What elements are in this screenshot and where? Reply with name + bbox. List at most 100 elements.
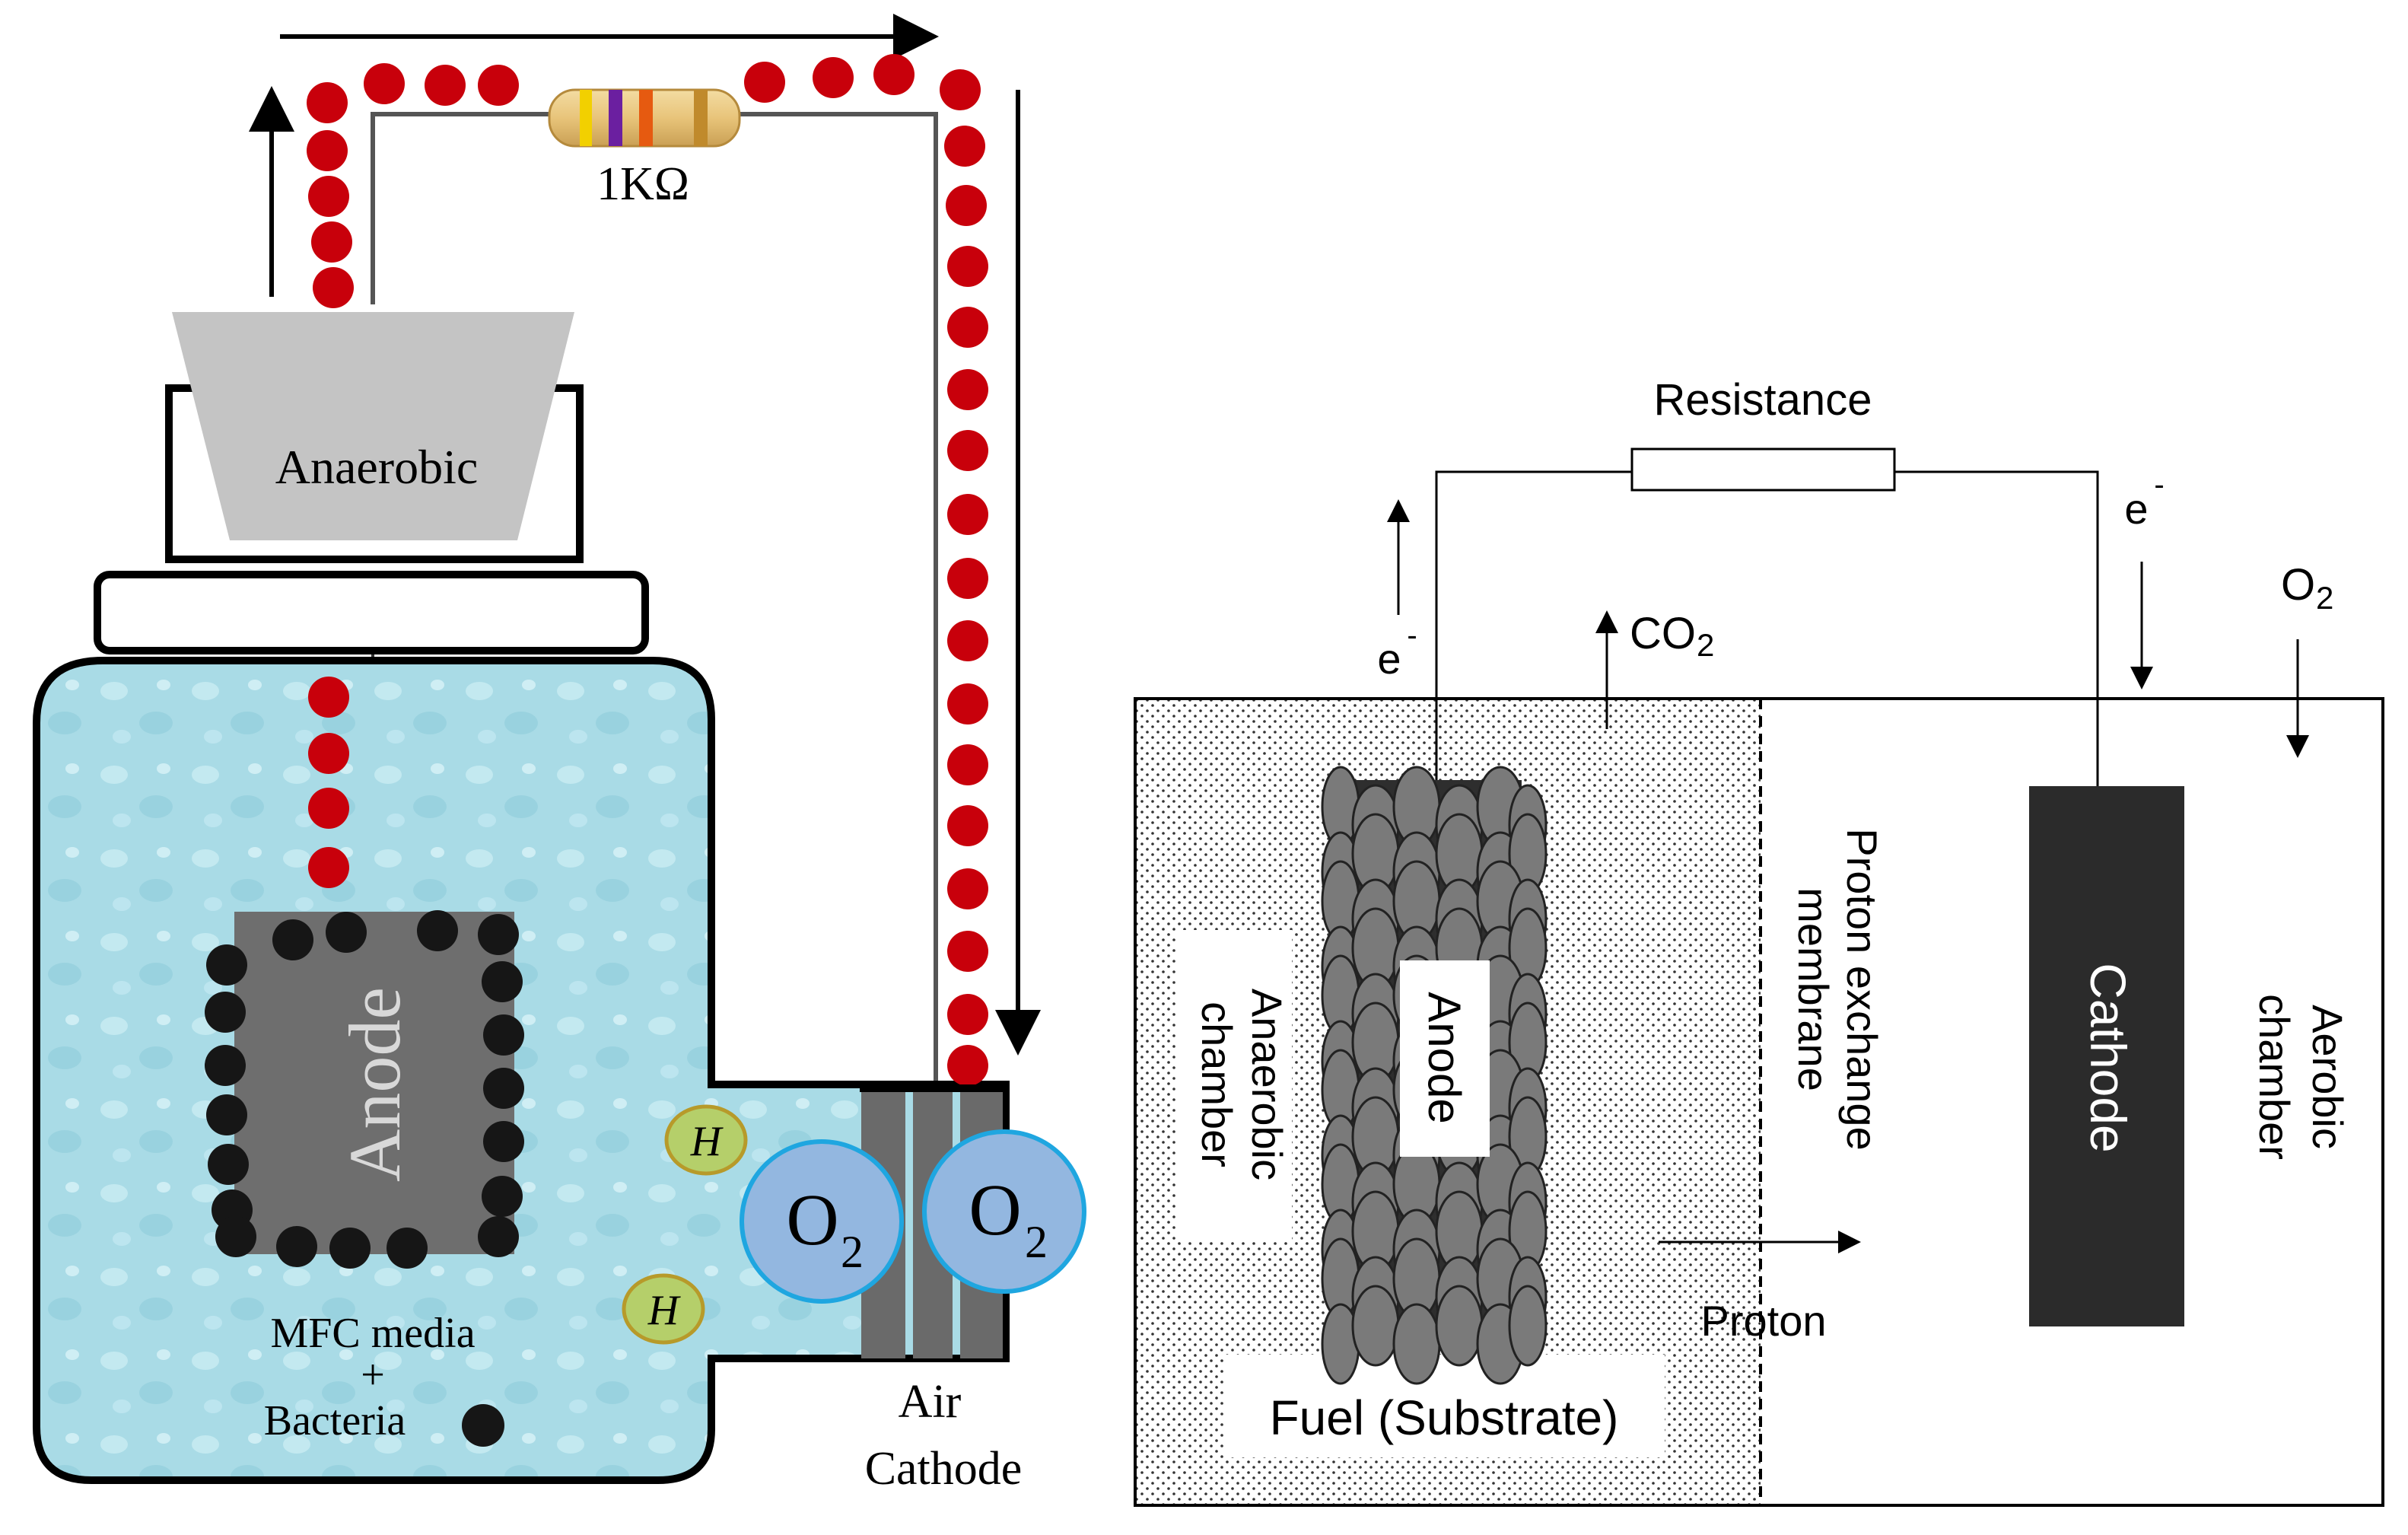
electron-dot	[947, 994, 988, 1035]
oxygen-bubble-2: O 2	[922, 1129, 1086, 1294]
o2-label: O	[2281, 560, 2315, 610]
biofilm-cell	[1508, 1285, 1548, 1367]
electron-dot	[308, 788, 349, 829]
proton-label: Proton	[1701, 1297, 1827, 1345]
biofilm-cell	[1351, 1285, 1400, 1367]
bacterium	[483, 1068, 524, 1109]
anode-block	[234, 912, 514, 1254]
biofilm-cell	[1435, 1285, 1484, 1367]
electron-dot	[947, 430, 988, 471]
electron-dot	[947, 805, 988, 846]
svg-text:O: O	[786, 1179, 838, 1260]
bacterium	[276, 1226, 317, 1267]
electron-dot	[947, 1045, 988, 1086]
electron-dot	[947, 620, 988, 661]
resistor-label: 1KΩ	[596, 158, 689, 210]
hydrogen-ion-1: H	[664, 1104, 748, 1176]
svg-text:H: H	[647, 1287, 681, 1334]
air-cathode-line2: Cathode	[865, 1443, 1023, 1495]
electron-dot	[311, 221, 352, 263]
fuel-label-bg	[1223, 1355, 1665, 1457]
bacterium	[483, 1014, 524, 1056]
electron-label-right: e	[2124, 485, 2148, 533]
anaerobic-chamber-line2: chamber	[1193, 1002, 1241, 1167]
fuel-label: Fuel (Substrate)	[1270, 1390, 1619, 1445]
electron-dot	[364, 63, 405, 104]
electron-dot	[947, 744, 988, 785]
bacterium	[272, 919, 313, 960]
bacteria-dots	[205, 910, 524, 1269]
electron-dot	[947, 246, 988, 287]
resistance-label: Resistance	[1654, 375, 1872, 425]
bacterium	[208, 1144, 249, 1185]
electron-dot	[947, 558, 988, 599]
electron-dot	[947, 307, 988, 348]
electron-dot	[873, 54, 915, 95]
bottle-body	[33, 657, 1010, 1484]
bacterium	[482, 1176, 523, 1217]
oxygen-bubble-1: O 2	[740, 1139, 904, 1304]
media-plus: +	[361, 1352, 385, 1399]
hydrogen-ion-2: H	[622, 1273, 705, 1345]
co2-label: CO	[1630, 609, 1696, 658]
electron-dot	[946, 185, 987, 226]
electron-dot	[308, 677, 349, 718]
electron-label-left: e	[1377, 635, 1401, 683]
anaerobic-funnel	[172, 312, 574, 540]
right-cathode-label: Cathode	[2080, 963, 2136, 1153]
co2-sub: 2	[1697, 627, 1714, 663]
svg-text:2: 2	[841, 1227, 864, 1277]
electron-dot	[947, 868, 988, 909]
electron-dot	[425, 65, 466, 106]
electron-dot	[478, 65, 519, 106]
bacterium	[329, 1228, 371, 1269]
electron-dot	[944, 126, 985, 167]
electron-dot	[308, 176, 349, 217]
resistor	[548, 88, 741, 148]
right-external-wire-2	[1894, 470, 2099, 791]
right-external-wire	[1435, 470, 1632, 784]
right-panel: Resistance e - e - CO 2 O 2 Anode Anaero…	[1134, 375, 2384, 1507]
membrane-line1: Proton exchange	[1838, 828, 1886, 1150]
electron-dot	[308, 733, 349, 774]
bacterium	[205, 1045, 246, 1086]
o2-sub: 2	[2316, 580, 2333, 616]
media-line1: MFC media	[270, 1310, 475, 1357]
anode-label-bg	[1400, 960, 1490, 1157]
electron-dot	[744, 62, 785, 103]
electron-dot	[940, 69, 981, 110]
electron-dots	[307, 54, 988, 1086]
bottle-neck	[94, 571, 649, 654]
electron-sup-left: -	[1407, 619, 1417, 652]
svg-text:O: O	[969, 1169, 1021, 1250]
electron-dot	[307, 130, 348, 171]
bacteria-legend-dot	[462, 1404, 504, 1447]
bacterium	[483, 1121, 524, 1162]
anode-label: Anode	[334, 987, 415, 1182]
bacterium	[417, 910, 458, 951]
bacterium	[478, 914, 519, 955]
bacterium	[478, 1216, 519, 1257]
electron-dot	[308, 847, 349, 888]
electron-sup-right: -	[2154, 468, 2164, 502]
bacterium	[206, 944, 247, 986]
aerobic-chamber-line1: Aerobic	[2304, 1005, 2352, 1149]
biofilm-cell	[1392, 1303, 1441, 1385]
electron-dot	[947, 683, 988, 725]
anaerobic-label: Anaerobic	[275, 440, 479, 494]
electron-dot	[813, 57, 854, 98]
bacterium	[206, 1094, 247, 1135]
media-line2: Bacteria	[264, 1397, 406, 1444]
anaerobic-label-bg	[1178, 930, 1292, 1240]
anaerobic-chamber-line1: Anaerobic	[1243, 989, 1291, 1180]
electron-dot	[947, 494, 988, 535]
membrane-line2: membrane	[1789, 887, 1837, 1091]
bacterium	[326, 912, 367, 953]
air-cathode-line1: Air	[899, 1376, 962, 1428]
electron-dot	[313, 267, 354, 308]
electron-dot	[947, 931, 988, 972]
electron-dot	[947, 369, 988, 410]
cathode-block	[2029, 786, 2184, 1326]
